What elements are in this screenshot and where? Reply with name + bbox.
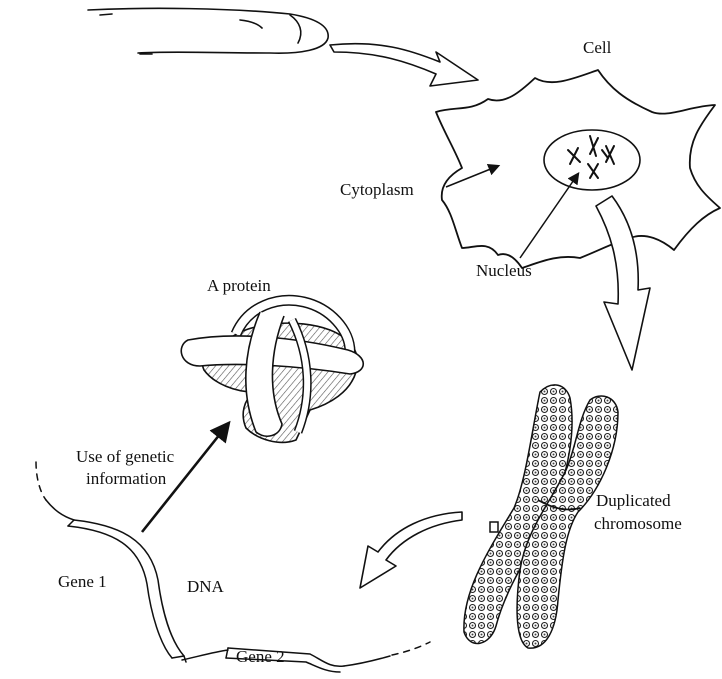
cell-label: Cell [583,38,612,57]
gene1-label: Gene 1 [58,572,107,591]
chromosome-to-dna-arrow [360,512,462,588]
duplicated-chromosome-label-line1: Duplicated [596,491,671,510]
finger-to-cell-arrow [330,44,478,86]
protein-label: A protein [207,276,271,295]
nucleus-icon [544,130,640,190]
gene2-label: Gene 2 [236,647,285,666]
nucleus-label: Nucleus [476,261,532,280]
duplicated-chromosome-label-line2: chromosome [594,514,682,533]
finger-icon [88,8,328,54]
protein-icon [181,300,363,442]
genetic-info-label-line2: information [86,469,167,488]
dna-label: DNA [187,577,225,596]
genetic-info-label-line1: Use of genetic [76,447,175,466]
cytoplasm-label: Cytoplasm [340,180,414,199]
